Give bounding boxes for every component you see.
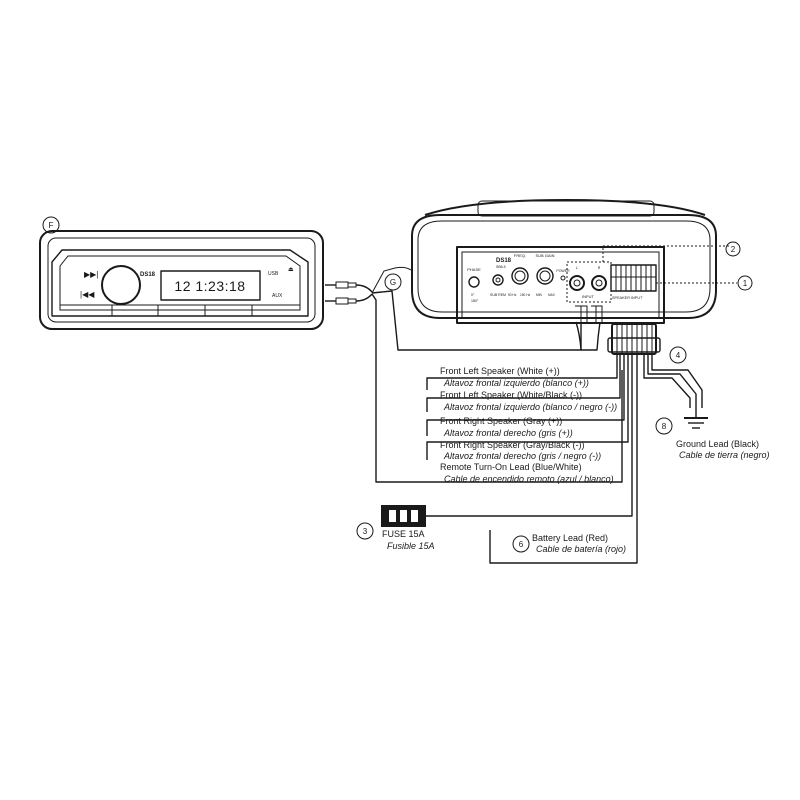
sub-rem-jack (492, 274, 504, 286)
callout-g-label: G (390, 278, 396, 287)
callout-f (42, 216, 60, 234)
lead-0-en: Front Left Speaker (White (+)) (440, 366, 560, 376)
gain-label: SUB GAIN (535, 253, 554, 258)
lead-4-es: Cable de encendido remoto (azul / blanco… (444, 474, 614, 484)
volume-knob (101, 265, 141, 305)
gain-min: MIN (536, 293, 543, 297)
usb-label: USB (268, 271, 279, 277)
lead-3-es: Altavoz frontal derecho (gris / negro (-… (443, 451, 601, 461)
lead-2-en: Front Right Speaker (Gray (+)) (440, 416, 562, 426)
phase-opt1: 0° (471, 293, 475, 297)
lcd-display (160, 270, 261, 301)
callout-8 (655, 417, 673, 435)
phase-switch (468, 276, 480, 288)
callout-3 (356, 522, 374, 540)
fuse-label-es: Fusible 15A (387, 541, 435, 551)
speaker-input-block (610, 264, 657, 292)
callout-4-label: 4 (676, 351, 681, 360)
sub-model: SB6.5 (496, 265, 506, 269)
rca-plugs: G (325, 273, 402, 305)
harness-connector (611, 323, 657, 355)
battery-label-en: Battery Lead (Red) (532, 533, 608, 543)
prev-track-icon: |◀◀ (80, 290, 95, 299)
input-r: R (598, 266, 601, 270)
phase-opt2: 180° (471, 299, 479, 303)
ground-label-es: Cable de tierra (negro) (679, 450, 770, 460)
callout-1 (737, 275, 753, 291)
freq-max: 150 Hz (520, 293, 531, 297)
callout-g (384, 273, 402, 291)
lead-1-es: Altavoz frontal izquierdo (blanco / negr… (443, 402, 617, 412)
callout-6-label: 6 (519, 540, 524, 549)
callout-f-label: F (49, 221, 54, 230)
rca-input-plugs (575, 305, 603, 351)
input-l: L (576, 266, 578, 270)
lcd-clock: 12 1:23:18 (174, 278, 245, 294)
lead-4-en: Remote Turn-On Lead (Blue/White) (440, 462, 582, 472)
rca-input-right (591, 275, 607, 291)
input-label: INPUT (582, 294, 595, 299)
gain-max: MAX (548, 293, 556, 297)
callout-2 (725, 241, 741, 257)
subwoofer-unit: DS18 SB6.5 PHASE 0° 180° SUB REM FREQ. 5… (411, 199, 753, 324)
lead-1-en: Front Left Speaker (White/Black (-)) (440, 390, 582, 400)
fuse-label-en: FUSE 15A (382, 529, 425, 539)
next-track-icon: ▶▶| (84, 270, 98, 279)
remote-lead-wire (371, 293, 623, 483)
wiring-harness: 4 (607, 323, 687, 364)
sub-rem-label: SUB REM (490, 293, 506, 297)
rca-input-left (569, 275, 585, 291)
lead-wires (426, 354, 703, 564)
lead-2-es: Altavoz frontal derecho (gris (+)) (443, 428, 573, 438)
power-label: POWER (556, 269, 570, 273)
battery-label-es: Cable de batería (rojo) (536, 544, 626, 554)
phase-label: PHASE (467, 267, 481, 272)
speaker-input-label: SPEAKER INPUT (612, 296, 643, 300)
callout-2-label: 2 (731, 245, 736, 254)
ground-icon (684, 408, 708, 429)
callout-3-label: 3 (363, 527, 368, 536)
freq-knob (511, 267, 529, 285)
callout-4 (669, 346, 687, 364)
eject-icon: ⏏ (288, 267, 294, 273)
power-led (560, 275, 566, 281)
lead-labels: Front Left Speaker (White (+)) Altavoz f… (440, 366, 617, 484)
fuse: 3 FUSE 15A Fusible 15A (356, 505, 435, 551)
ground-label-en: Ground Lead (Black) (676, 439, 759, 449)
head-unit: ▶▶| |◀◀ 12 1:23:18 DS18 USB AUX ⏏ F (39, 216, 324, 330)
gain-knob (536, 267, 554, 285)
aux-label: AUX (272, 293, 283, 299)
control-panel (456, 246, 665, 324)
callout-6 (512, 535, 530, 553)
callout-1-label: 1 (743, 279, 748, 288)
freq-label: FREQ. (514, 253, 526, 258)
sub-brand: DS18 (496, 258, 512, 264)
freq-min: 50 Hz (508, 293, 517, 297)
callout-8-label: 8 (662, 422, 667, 431)
head-unit-brand: DS18 (140, 272, 156, 278)
rca-cable (371, 290, 582, 351)
lead-3-en: Front Right Speaker (Gray/Black (-)) (440, 440, 585, 450)
lead-0-es: Altavoz frontal izquierdo (blanco (+)) (443, 378, 589, 388)
